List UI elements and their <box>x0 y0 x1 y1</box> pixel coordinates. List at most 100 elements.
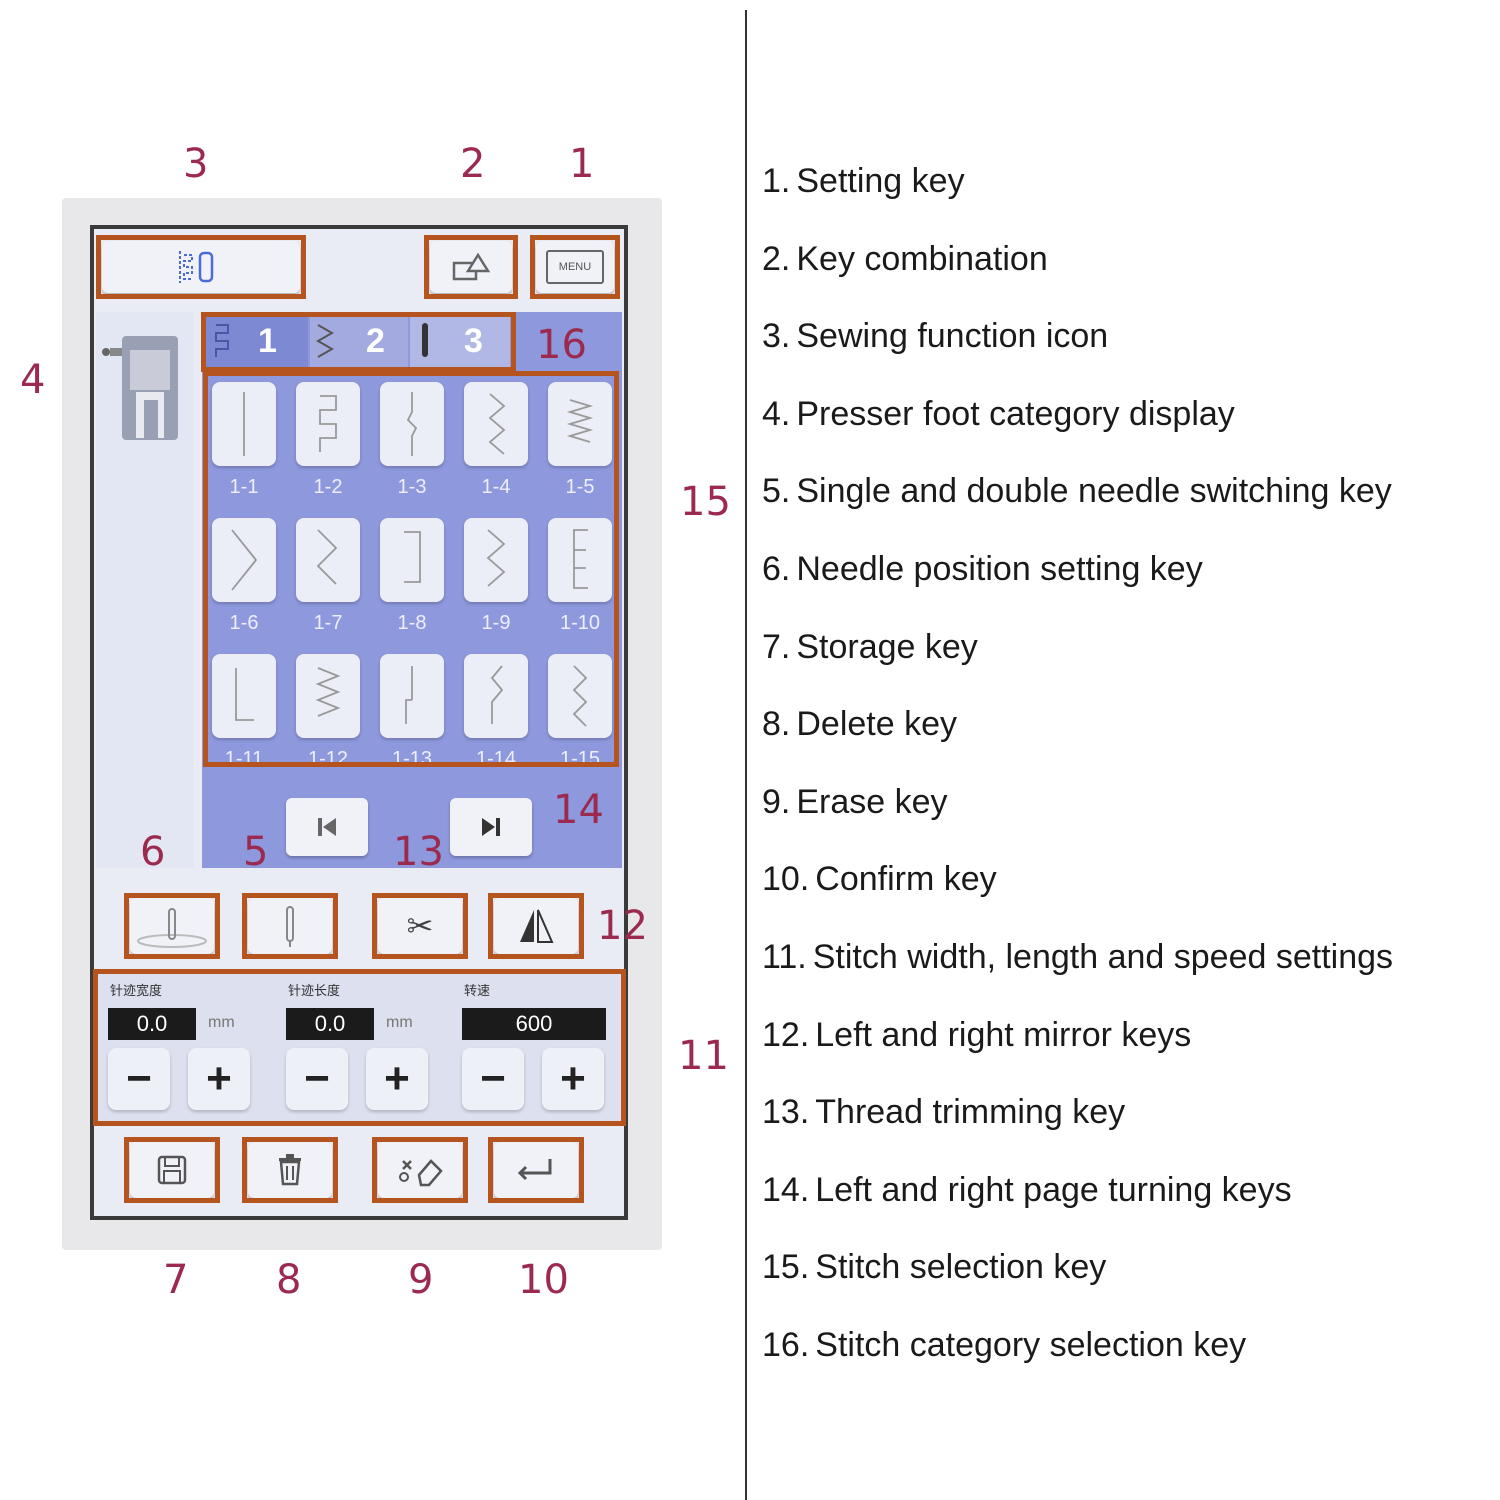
setting-unit: mm <box>208 1014 235 1031</box>
decrease-button[interactable]: − <box>108 1048 170 1110</box>
stitch-key[interactable] <box>296 518 360 602</box>
highlight-10 <box>488 1137 584 1203</box>
tab-3-label: 3 <box>464 322 483 360</box>
decrease-button[interactable]: − <box>462 1048 524 1110</box>
scissors-icon: ✂ <box>406 908 434 944</box>
legend-number: 16. <box>762 1325 810 1364</box>
erase-button[interactable] <box>378 1142 462 1198</box>
legend-item: 12.Left and right mirror keys <box>762 1012 1497 1090</box>
legend-text: Key combination <box>796 239 1048 278</box>
stitch-label: 1-1 <box>229 476 259 498</box>
legend-item: 11.Stitch width, length and speed settin… <box>762 934 1497 1012</box>
stitch-key[interactable] <box>380 382 444 466</box>
divider-line <box>745 10 747 1500</box>
skip-forward-icon <box>450 798 532 856</box>
tab-2[interactable] <box>310 315 408 367</box>
legend-text: Stitch category selection key <box>815 1325 1247 1364</box>
stitch-label: 1-13 <box>391 748 433 762</box>
stitch-label: 1-11 <box>224 748 264 762</box>
callout-4: 4 <box>20 357 46 403</box>
legend-number: 7. <box>762 627 791 666</box>
stitch-key[interactable] <box>296 382 360 466</box>
stitch-key[interactable] <box>212 518 276 602</box>
stitch-label: 1-14 <box>475 748 517 762</box>
legend-number: 15. <box>762 1248 810 1287</box>
legend-number: 11. <box>762 937 807 976</box>
stitch-label: 1-7 <box>313 612 343 634</box>
stitch-label: 1-5 <box>565 476 595 498</box>
legend-number: 9. <box>762 782 791 821</box>
legend-number: 4. <box>762 394 791 433</box>
stitch-key[interactable] <box>212 382 276 466</box>
thread-trim-button[interactable] <box>378 898 462 954</box>
callout-8: 8 <box>276 1257 302 1303</box>
highlight-1 <box>530 235 620 299</box>
trash-icon <box>248 1142 332 1198</box>
settings-panel <box>96 972 624 1122</box>
layers-icon <box>440 245 502 289</box>
callout-12: 12 <box>597 903 648 949</box>
setting-value: 0.0 <box>286 1008 374 1040</box>
setting-button[interactable] <box>536 241 614 293</box>
mirror-button[interactable] <box>494 898 578 954</box>
stitch-label: 1-15 <box>559 748 601 762</box>
stitch-pattern-icon <box>572 665 588 727</box>
stitch-key[interactable] <box>548 654 612 738</box>
stitch-label: 1-6 <box>229 612 259 634</box>
increase-button[interactable]: + <box>188 1048 250 1110</box>
legend-item: 10.Confirm key <box>762 856 1497 934</box>
increase-button[interactable]: + <box>366 1048 428 1110</box>
confirm-button[interactable] <box>494 1142 578 1198</box>
stitch-key[interactable] <box>548 382 612 466</box>
stitch-key[interactable] <box>380 518 444 602</box>
stitch-key[interactable] <box>464 382 528 466</box>
tab-2-stitch-icon <box>312 320 338 362</box>
legend-text: Left and right mirror keys <box>815 1015 1192 1054</box>
callout-11: 11 <box>678 1033 729 1079</box>
callout-15: 15 <box>680 479 731 525</box>
legend-number: 14. <box>762 1170 810 1209</box>
highlight-12 <box>488 893 584 959</box>
stitch-key[interactable] <box>380 654 444 738</box>
highlight-5 <box>242 893 338 959</box>
stitch-key[interactable] <box>548 518 612 602</box>
stitch-key[interactable] <box>212 654 276 738</box>
legend-number: 2. <box>762 239 791 278</box>
legend-item: 13.Thread trimming key <box>762 1089 1497 1167</box>
tab-3-needle-icon <box>414 320 436 362</box>
eraser-icon <box>378 1142 462 1198</box>
stitch-key[interactable] <box>464 518 528 602</box>
increase-button[interactable]: + <box>542 1048 604 1110</box>
legend-text: Confirm key <box>815 860 997 899</box>
stitch-pattern-icon <box>488 393 506 455</box>
legend-item: 14.Left and right page turning keys <box>762 1167 1497 1245</box>
callout-9: 9 <box>408 1257 434 1303</box>
highlight-7 <box>124 1137 220 1203</box>
legend-number: 13. <box>762 1093 810 1132</box>
setting-label: 针迹长度 <box>288 983 341 998</box>
legend-item: 9.Erase key <box>762 779 1497 857</box>
delete-button[interactable] <box>248 1142 332 1198</box>
callout-6: 6 <box>140 829 166 875</box>
legend-text: Storage key <box>796 627 978 666</box>
stitch-label: 1-2 <box>313 476 343 498</box>
highlight-6 <box>124 893 220 959</box>
callout-10: 10 <box>518 1257 569 1303</box>
stitch-pattern-icon <box>316 529 338 585</box>
menu-label: MENU <box>558 261 592 273</box>
callout-1: 1 <box>569 141 595 187</box>
stitch-label: 1-9 <box>481 612 511 634</box>
legend-number: 5. <box>762 472 791 511</box>
stitch-pattern-icon <box>231 529 258 591</box>
stitch-pattern-icon <box>405 666 413 724</box>
setting-value: 600 <box>462 1008 606 1040</box>
stitch-label: 1-3 <box>397 476 427 498</box>
decrease-button[interactable]: − <box>286 1048 348 1110</box>
callout-5: 5 <box>243 829 269 875</box>
stitch-label: 1-12 <box>307 748 349 762</box>
stitch-key[interactable] <box>296 654 360 738</box>
legend-item: 6.Needle position setting key <box>762 546 1497 624</box>
menu-icon: MENU <box>546 250 604 284</box>
legend-number: 8. <box>762 705 791 744</box>
stitch-key[interactable] <box>464 654 528 738</box>
